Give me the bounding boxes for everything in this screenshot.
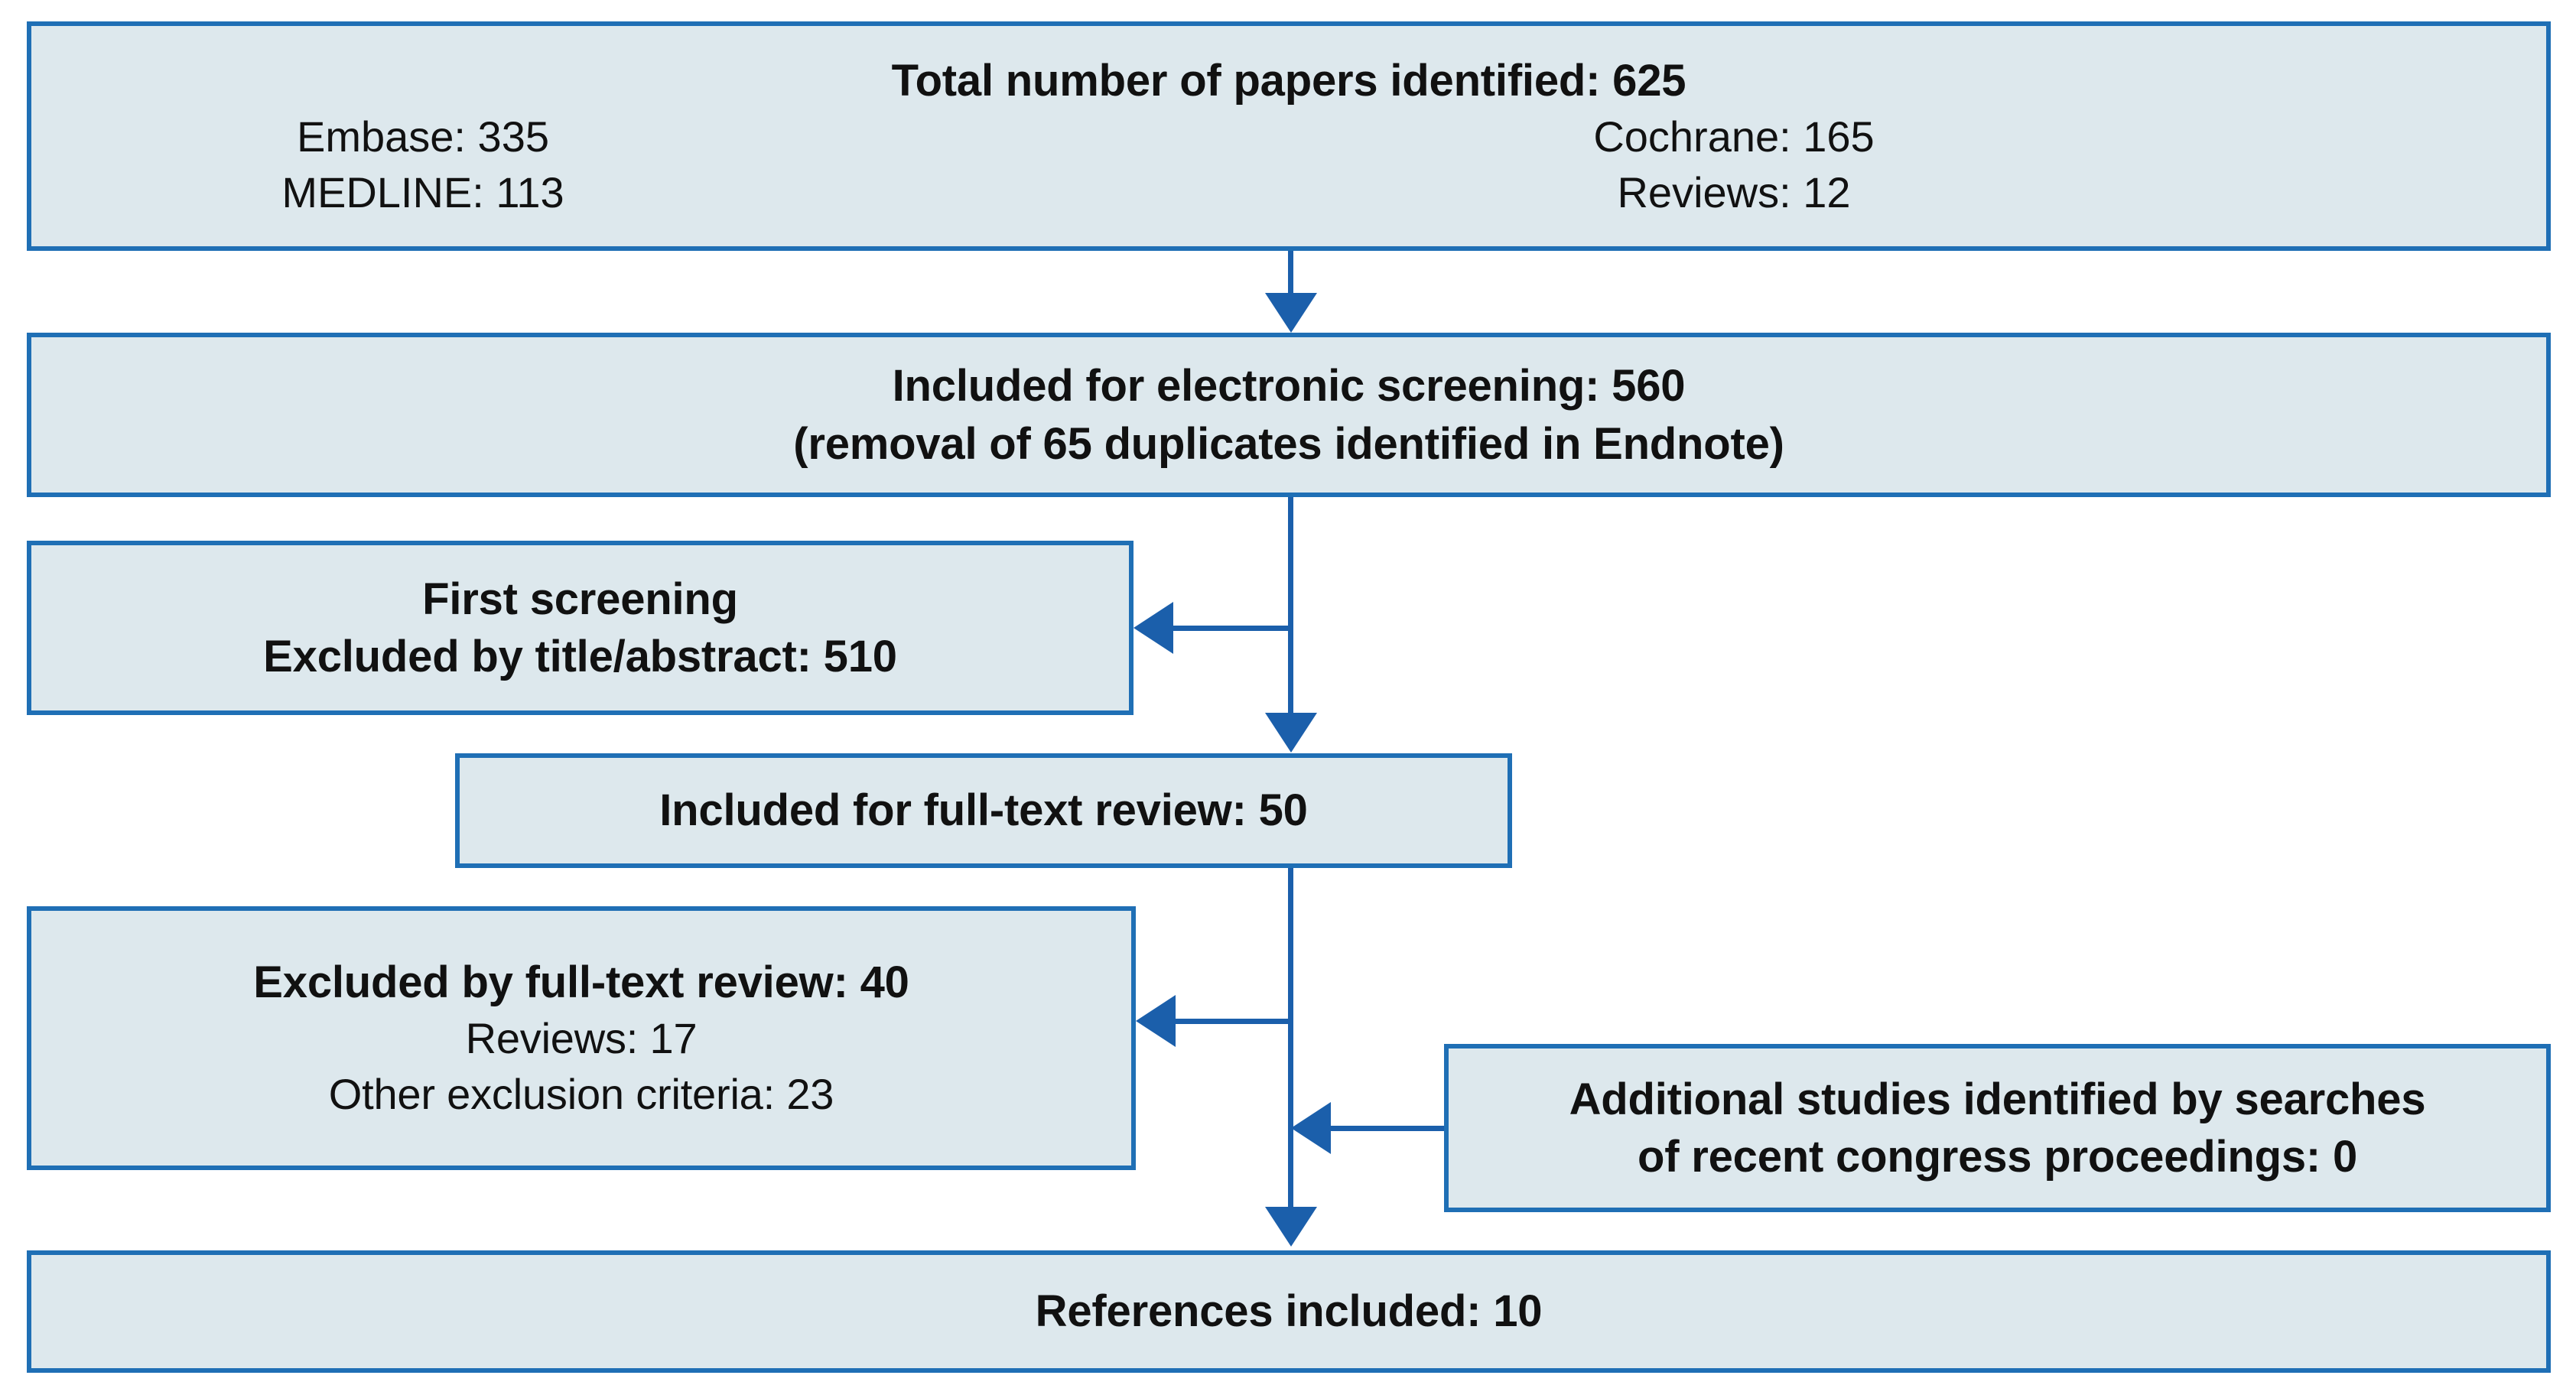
- connector-identified-to-screening-arrowhead: [1265, 293, 1317, 333]
- source-medline: MEDLINE: 113: [281, 167, 564, 216]
- connector-additional-to-main-arrowhead: [1291, 1102, 1331, 1154]
- connector-full-text-to-excluded-arrowhead: [1136, 995, 1176, 1047]
- connector-additional-to-main-line: [1331, 1126, 1444, 1131]
- connector-screening-to-first-screening-arrowhead: [1134, 602, 1173, 654]
- full-text-review-line-1: Included for full-text review: 50: [659, 785, 1308, 836]
- source-embase: Embase: 335: [297, 112, 549, 161]
- excluded-full-text-line-1: Excluded by full-text review: 40: [253, 957, 909, 1007]
- source-cochrane: Cochrane: 165: [1593, 112, 1875, 161]
- node-total-identified: Total number of papers identified: 625 E…: [27, 21, 2551, 251]
- excluded-full-text-line-2: Reviews: 17: [465, 1014, 698, 1063]
- total-identified-row-2: MEDLINE: 113 Reviews: 12: [31, 165, 2546, 221]
- first-screening-line-2: Excluded by title/abstract: 510: [263, 632, 897, 681]
- node-additional-studies: Additional studies identified by searche…: [1444, 1044, 2551, 1212]
- node-first-screening: First screening Excluded by title/abstra…: [27, 541, 1134, 715]
- additional-studies-line-2: of recent congress proceedings: 0: [1638, 1132, 2357, 1182]
- total-identified-row-1: Embase: 335 Cochrane: 165: [31, 109, 2546, 165]
- first-screening-line-1: First screening: [422, 574, 738, 624]
- electronic-screening-line-1: Included for electronic screening: 560: [892, 361, 1686, 411]
- connector-identified-to-screening-line: [1288, 251, 1293, 297]
- source-reviews: Reviews: 12: [1617, 167, 1851, 216]
- connector-full-text-trunk: [1288, 868, 1293, 1208]
- node-references-included: References included: 10: [27, 1250, 2551, 1373]
- connector-screening-to-first-screening-line: [1173, 626, 1291, 631]
- node-excluded-full-text: Excluded by full-text review: 40 Reviews…: [27, 906, 1136, 1170]
- node-full-text-review: Included for full-text review: 50: [455, 753, 1512, 868]
- connector-full-text-to-excluded-line: [1176, 1019, 1291, 1024]
- excluded-full-text-line-3: Other exclusion criteria: 23: [328, 1070, 834, 1119]
- electronic-screening-line-2: (removal of 65 duplicates identified in …: [793, 418, 1784, 469]
- node-electronic-screening: Included for electronic screening: 560 (…: [27, 333, 2551, 497]
- additional-studies-line-1: Additional studies identified by searche…: [1569, 1074, 2426, 1124]
- connector-screening-trunk: [1288, 497, 1293, 715]
- connector-screening-to-full-text-arrowhead: [1265, 713, 1317, 753]
- total-identified-heading: Total number of papers identified: 625: [891, 55, 1686, 106]
- connector-main-to-references-arrowhead: [1265, 1207, 1317, 1247]
- references-included-line-1: References included: 10: [1035, 1286, 1543, 1337]
